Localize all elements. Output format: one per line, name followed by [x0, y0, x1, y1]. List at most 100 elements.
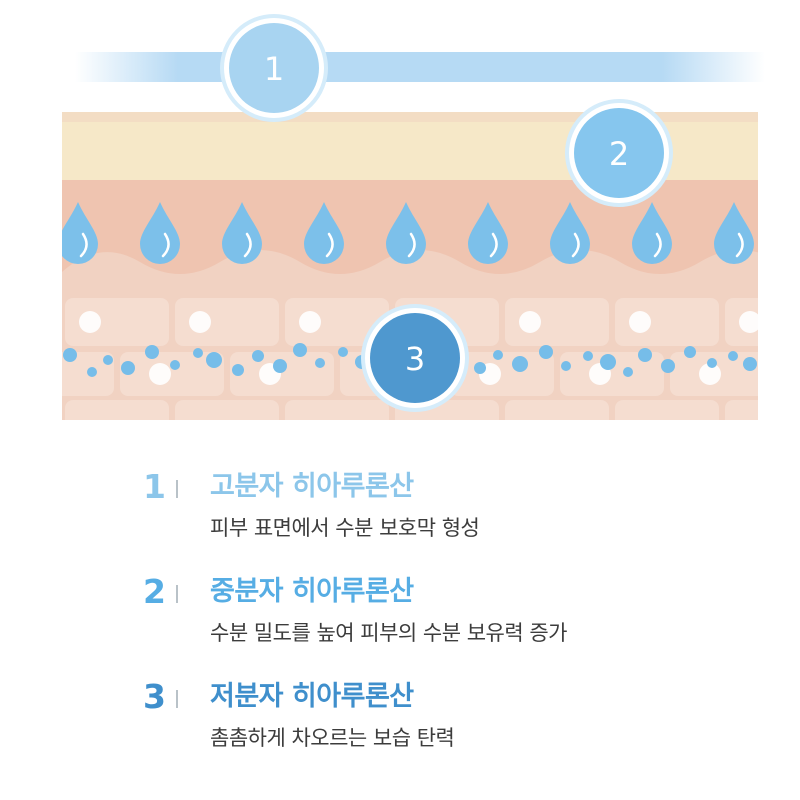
water-drop-icon [222, 202, 262, 264]
skin-cell [175, 400, 279, 420]
skin-cell [560, 352, 664, 396]
legend-title: 저분자 히아루론산 [210, 681, 414, 712]
legend-item-3: 3 저분자 히아루론산 촘촘하게 차오르는 보습 탄력 [0, 675, 800, 765]
skin-cell [65, 400, 169, 420]
skin-cell [62, 352, 114, 396]
water-drop-highlight [571, 232, 580, 258]
legend-item-1: 1 고분자 히아루론산 피부 표면에서 수분 보호막 형성 [0, 465, 800, 555]
legend-title: 고분자 히아루론산 [210, 471, 414, 502]
skin-cell [175, 298, 279, 346]
molecule-dot [252, 350, 264, 362]
water-drop-icon [304, 202, 344, 264]
water-drop-highlight [489, 232, 498, 258]
marker-3: 3 [361, 304, 469, 412]
skin-cell [285, 298, 389, 346]
water-drop-shape [304, 202, 344, 264]
surface-moisture-barrier [75, 52, 765, 82]
marker-1: 1 [220, 14, 328, 122]
molecule-dot [103, 355, 113, 365]
water-drop-highlight [407, 232, 416, 258]
water-drop-shape [386, 202, 426, 264]
cell-nucleus [519, 311, 541, 333]
water-drop-highlight [161, 232, 170, 258]
water-drop-highlight [325, 232, 334, 258]
water-drop-icon [140, 202, 180, 264]
skin-cell [505, 400, 609, 420]
legend-number: 2 [143, 572, 166, 611]
molecule-dot [474, 362, 486, 374]
molecule-dot [206, 352, 222, 368]
cell-nucleus [299, 311, 321, 333]
water-drop-highlight [735, 232, 744, 258]
water-drop-shape [714, 202, 754, 264]
water-drop-shape [62, 202, 98, 264]
skin-cell [615, 400, 719, 420]
molecule-dot [493, 350, 503, 360]
water-drop-shape [140, 202, 180, 264]
skin-cell [285, 400, 389, 420]
molecule-dot [145, 345, 159, 359]
legend-description: 수분 밀도를 높여 피부의 수분 보유력 증가 [210, 621, 568, 645]
molecule-dot [623, 367, 633, 377]
water-drop-icon [632, 202, 672, 264]
water-drop-shape [550, 202, 590, 264]
cell-nucleus [739, 311, 758, 333]
skin-layer-diagram: 1 2 3 [62, 14, 765, 420]
molecule-dot [232, 364, 244, 376]
water-drop-icon [386, 202, 426, 264]
legend-item-2: 2 중분자 히아루론산 수분 밀도를 높여 피부의 수분 보유력 증가 [0, 570, 800, 660]
marker-2-label: 2 [609, 135, 629, 173]
water-drop-shape [222, 202, 262, 264]
skin-cell [450, 352, 554, 396]
legend-divider [176, 690, 178, 708]
molecule-dot [638, 348, 652, 362]
legend-title: 중분자 히아루론산 [210, 576, 414, 607]
water-drop-shape [632, 202, 672, 264]
marker-2: 2 [565, 99, 673, 207]
skin-cell [725, 298, 758, 346]
water-drop-shape [468, 202, 508, 264]
legend-description: 피부 표면에서 수분 보호막 형성 [210, 516, 480, 540]
water-drop-icon [714, 202, 754, 264]
molecule-dot [293, 343, 307, 357]
legend-divider [176, 480, 178, 498]
water-drop-icon [468, 202, 508, 264]
cell-nucleus [699, 363, 721, 385]
water-drop-icon [550, 202, 590, 264]
water-drop-highlight [243, 232, 252, 258]
cell-nucleus [189, 311, 211, 333]
low-molecular-dots [63, 343, 757, 377]
marker-1-label: 1 [264, 50, 284, 88]
molecule-dot [684, 346, 696, 358]
cell-nucleus [149, 363, 171, 385]
legend-number: 1 [143, 467, 166, 506]
molecule-dot [600, 354, 616, 370]
skin-cell [230, 352, 334, 396]
skin-cell [725, 400, 758, 420]
legend-description: 촘촘하게 차오르는 보습 탄력 [210, 726, 455, 750]
molecule-dot [512, 356, 528, 372]
legend-divider [176, 585, 178, 603]
legend-number: 3 [143, 677, 166, 716]
molecule-dot [170, 360, 180, 370]
skin-cell [65, 298, 169, 346]
skin-cell [505, 298, 609, 346]
molecule-dot [338, 347, 348, 357]
molecule-dot [539, 345, 553, 359]
molecule-dot [707, 358, 717, 368]
skin-cell-grid [62, 298, 758, 420]
molecule-dot [583, 351, 593, 361]
molecule-dot [315, 358, 325, 368]
molecule-dot [121, 361, 135, 375]
cell-nucleus [79, 311, 101, 333]
cell-nucleus [629, 311, 651, 333]
water-drop-highlight [653, 232, 662, 258]
water-drop-highlight [79, 232, 88, 258]
skin-cell [670, 352, 758, 396]
skin-cell [615, 298, 719, 346]
molecule-dot [193, 348, 203, 358]
molecule-dot [63, 348, 77, 362]
molecule-dot [743, 357, 757, 371]
molecule-dot [273, 359, 287, 373]
molecule-dot [87, 367, 97, 377]
